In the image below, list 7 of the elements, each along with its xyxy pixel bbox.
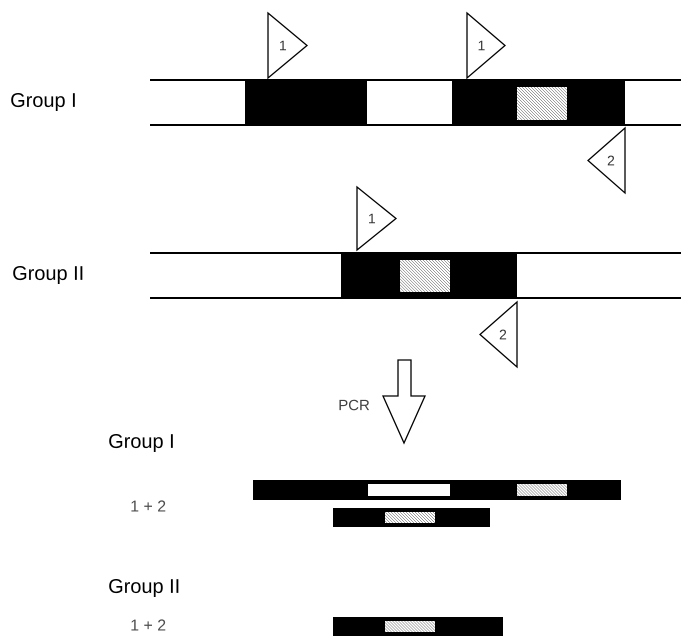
group-label: Group II <box>13 266 82 284</box>
arrow-label: PCR <box>339 400 370 410</box>
primer-pair-label: 1 + 2 <box>131 619 166 631</box>
primer-pair-label: 1 + 2 <box>131 500 166 512</box>
group-label: Group I <box>109 434 173 452</box>
group-label: Group I <box>11 92 75 112</box>
group-label: Group II <box>109 578 178 598</box>
